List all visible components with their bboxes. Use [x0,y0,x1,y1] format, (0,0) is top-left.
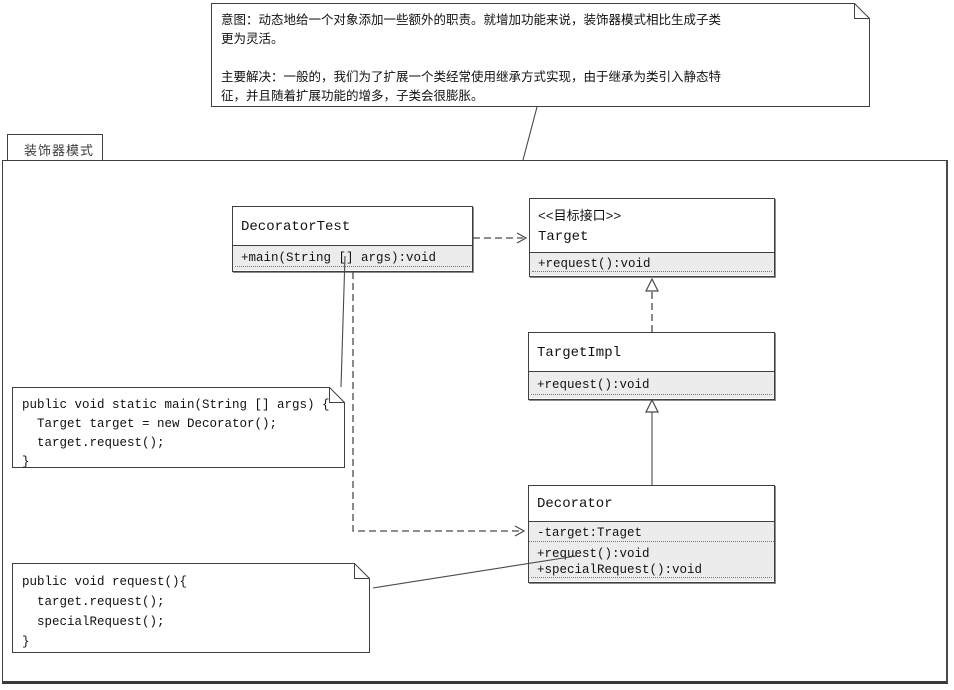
attributes-compartment: -target:Traget [529,521,774,542]
class-name: TargetImpl [529,333,774,371]
anchor-intent-note [522,106,538,161]
note-shape [12,563,370,653]
method: +request():void [538,257,651,271]
class-decoratortest[interactable]: DecoratorTest +main(String [] args):void [232,206,473,272]
methods-compartment: +request():void +specialRequest():void [529,542,774,581]
note-shape [12,387,345,468]
method: +request():void [537,378,650,392]
method: +specialRequest():void [537,563,703,577]
attribute: -target:Traget [537,526,643,540]
methods-compartment: +main(String [] args):void [233,245,472,270]
method: +request():void [537,547,650,561]
dotted-separator [532,271,772,272]
class-name: Decorator [529,486,774,521]
note-fold-icon [354,563,370,579]
class-stereotype: <<目标接口>> [538,209,622,224]
class-header: <<目标接口>> Target [530,199,774,252]
note-intent[interactable]: 意图：动态地给一个对象添加一些额外的职责。就增加功能来说，装饰器模式相比生成子类… [211,3,870,107]
frame-title: 装饰器模式 [24,143,95,158]
class-name: DecoratorTest [233,207,472,245]
note-request-code[interactable]: public void request(){ target.request();… [12,563,370,653]
frame-border [2,160,948,684]
dotted-separator [531,577,772,578]
methods-compartment: +request():void [530,252,774,275]
class-target[interactable]: <<目标接口>> Target +request():void [529,198,775,277]
dotted-separator [235,266,470,267]
note-main-code[interactable]: public void static main(String [] args) … [12,387,345,469]
note-shape [211,3,870,107]
note-intent-text: 意图：动态地给一个对象添加一些额外的职责。就增加功能来说，装饰器模式相比生成子类… [221,14,722,104]
frame-title-tab: 装饰器模式 [7,134,103,161]
method: +main(String [] args):void [241,251,437,265]
note-request-code-text: public void request(){ target.request();… [22,575,188,649]
note-main-code-text: public void static main(String [] args) … [22,398,330,469]
note-fold-icon [854,3,870,19]
note-fold-icon [329,387,345,403]
class-name: Target [538,229,589,245]
methods-compartment: +request():void [529,371,774,398]
class-targetimpl[interactable]: TargetImpl +request():void [528,332,775,400]
dotted-separator [531,394,772,395]
class-decorator[interactable]: Decorator -target:Traget +request():void… [528,485,775,583]
